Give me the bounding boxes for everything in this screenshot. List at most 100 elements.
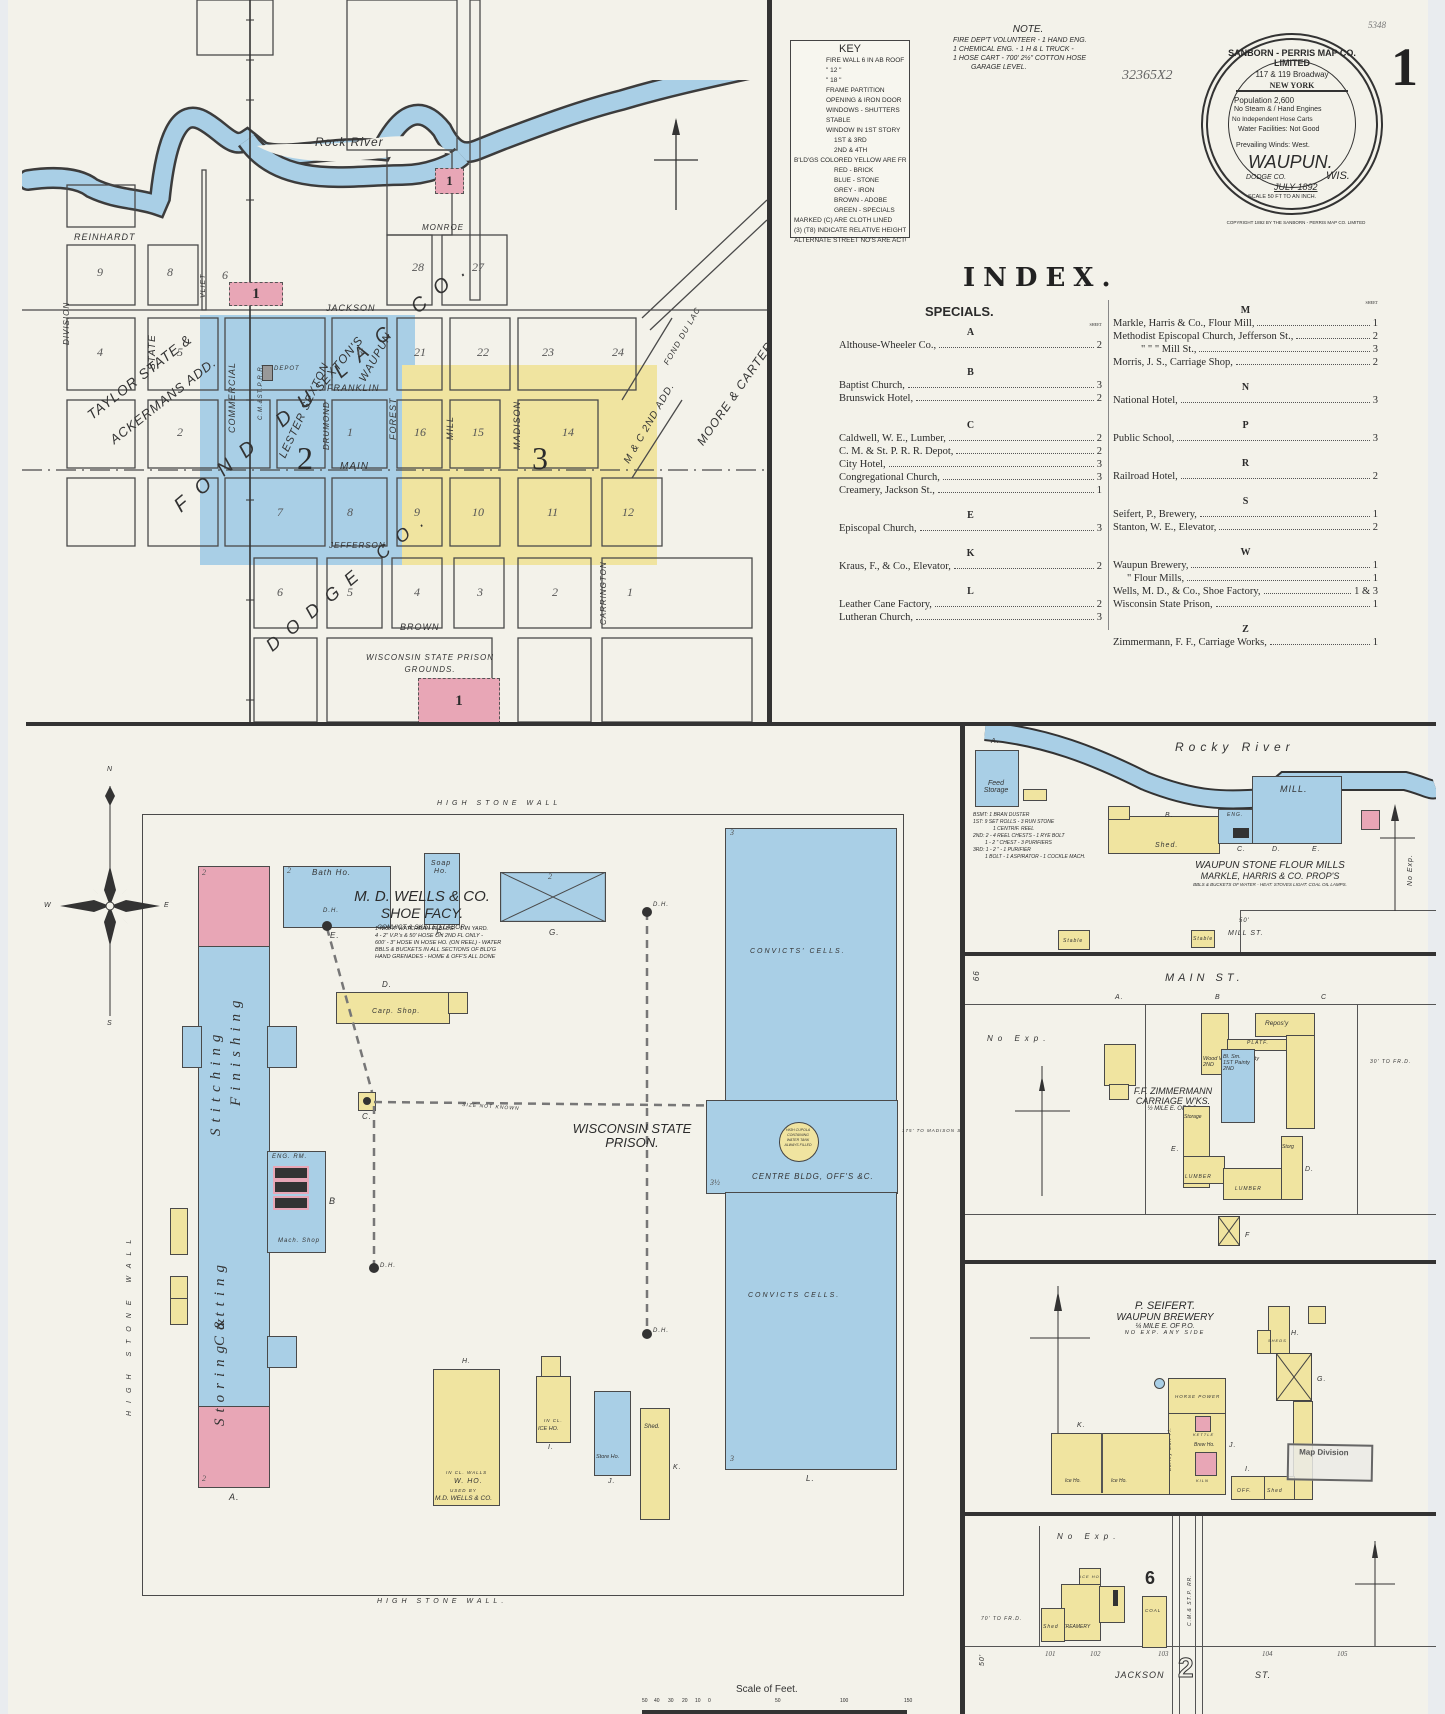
index-entry[interactable]: " Flour Mills,1	[1127, 573, 1378, 584]
building-i-ice-house[interactable]	[536, 1376, 571, 1443]
index-entry[interactable]: Seifert, P., Brewery,1	[1113, 509, 1378, 520]
creamery-engine[interactable]	[1099, 1586, 1125, 1623]
railroad-tracks	[1195, 1516, 1203, 1714]
index-entry[interactable]: National Hotel,3	[1113, 395, 1378, 406]
sheet-2-reference[interactable]: 2	[1178, 1652, 1195, 1684]
town-key-map: Rock River	[22, 0, 767, 722]
index-entry[interactable]: Congregational Church,3	[839, 472, 1102, 483]
mill-small-pink[interactable]	[1361, 810, 1380, 830]
sheet-1-marker-west[interactable]: 1	[229, 282, 283, 306]
index-entry[interactable]: Episcopal Church,3	[839, 523, 1102, 534]
shed-left-1[interactable]	[170, 1208, 188, 1255]
brewery-i-office[interactable]	[1231, 1476, 1266, 1500]
shed-left-3[interactable]	[170, 1298, 188, 1325]
creamery-shed[interactable]	[1041, 1608, 1065, 1642]
building-f-soap-house[interactable]	[424, 853, 460, 925]
sheet-3-label[interactable]: 3	[532, 440, 548, 476]
mill-stable-1[interactable]	[1058, 930, 1090, 950]
seal-address: 117 & 119 Broadway	[1255, 70, 1329, 79]
sheet-1-marker-prison[interactable]: 1	[418, 678, 500, 722]
north-arrow-icon	[1015, 1066, 1070, 1196]
address-number: 102	[1090, 1650, 1101, 1658]
street-vliet: VLIET	[200, 273, 207, 298]
zim-building-f[interactable]	[1218, 1216, 1240, 1246]
building-i-ice-house-top[interactable]	[541, 1356, 561, 1378]
brewery-horse-power[interactable]	[1168, 1378, 1226, 1415]
brewery-small-box[interactable]	[1308, 1306, 1326, 1324]
scale-tick: 30	[668, 1698, 674, 1704]
mill-b-shed-top[interactable]	[1108, 806, 1130, 820]
index-entry[interactable]: Morris, J. S., Carriage Shop,2	[1113, 357, 1378, 368]
index-entry[interactable]: Methodist Episcopal Church, Jefferson St…	[1113, 331, 1378, 342]
mill-b-shed[interactable]	[1108, 816, 1220, 854]
cupola-label: HIGH CUPOLA CONTAINING WATER TANK ALWAYS…	[784, 1128, 812, 1147]
building-g[interactable]	[500, 872, 606, 922]
building-e-bath-house[interactable]	[283, 866, 391, 928]
building-a-wing-2[interactable]	[267, 1026, 297, 1068]
building-a-bottom[interactable]	[198, 1406, 270, 1488]
convicts-cells-south[interactable]	[725, 1192, 897, 1470]
zim-building-a[interactable]	[1104, 1044, 1136, 1086]
index-entry[interactable]: Althouse-Wheeler Co.,2	[839, 340, 1102, 351]
sheet-2-label[interactable]: 2	[297, 440, 313, 476]
building-a-wing-3[interactable]	[267, 1336, 297, 1368]
convicts-cells-north[interactable]	[725, 828, 897, 1102]
mill-a-feed-storage[interactable]	[975, 750, 1019, 807]
building-a-wing-1[interactable]	[182, 1026, 202, 1068]
zim-storg[interactable]	[1281, 1136, 1303, 1200]
zim-repository[interactable]	[1255, 1013, 1315, 1037]
kettle[interactable]	[1195, 1416, 1211, 1432]
mill-stable-2[interactable]	[1191, 930, 1215, 948]
zim-blacksmith[interactable]	[1221, 1049, 1255, 1123]
index-entry[interactable]: Brunswick Hotel,2	[839, 393, 1102, 404]
building-h-w-house[interactable]	[433, 1369, 500, 1506]
index-entry[interactable]: C. M. & St. P. R. R. Depot,2	[839, 446, 1102, 457]
brewery-g[interactable]	[1276, 1353, 1312, 1401]
index-entry[interactable]: Creamery, Jackson St.,1	[839, 485, 1102, 496]
index-entry[interactable]: Public School,3	[1113, 433, 1378, 444]
letter-h: H.	[462, 1358, 471, 1365]
building-j-store-house[interactable]	[594, 1391, 631, 1476]
zim-repository-wing[interactable]	[1286, 1035, 1315, 1129]
block-number: 5	[177, 345, 183, 359]
kiln[interactable]	[1195, 1452, 1217, 1476]
building-k-shed[interactable]	[640, 1408, 670, 1520]
index-entry[interactable]: Caldwell, W. E., Lumber,2	[839, 433, 1102, 444]
street-monroe: MONROE	[422, 223, 464, 232]
index-entry[interactable]: Kraus, F., & Co., Elevator,2	[839, 561, 1102, 572]
zim-lumber-2[interactable]	[1223, 1168, 1285, 1200]
pencil-note-left: 32365X2	[1122, 68, 1173, 83]
building-a-main[interactable]	[198, 946, 270, 1408]
index-entry[interactable]: City Hotel,3	[839, 459, 1102, 470]
no-exposure: No Exp.	[1057, 1532, 1121, 1541]
brew-house-label: Brew Ho.	[1194, 1442, 1215, 1448]
building-a-top[interactable]	[198, 866, 270, 948]
index-entry[interactable]: Wisconsin State Prison,1	[1113, 599, 1378, 610]
index-entry[interactable]: Waupun Brewery,1	[1113, 560, 1378, 571]
creamery-coal[interactable]	[1142, 1596, 1167, 1648]
brewery-h-sheds[interactable]	[1268, 1306, 1290, 1354]
sheet-1-marker-north[interactable]: 1	[435, 168, 464, 194]
index-entry[interactable]: Lutheran Church,3	[839, 612, 1102, 623]
zim-building-a-rear[interactable]	[1109, 1084, 1129, 1100]
index-entry[interactable]: " " " Mill St.,3	[1141, 344, 1378, 355]
pencil-note-top: 5348	[1368, 20, 1386, 30]
index-entry[interactable]: Stanton, W. E., Elevator,2	[1113, 522, 1378, 533]
block-number: 12	[622, 505, 634, 519]
feed-storage-label: Feed Storage	[983, 780, 1009, 794]
building-d-carp-shop[interactable]	[336, 992, 450, 1024]
index-entry[interactable]: Markle, Harris & Co., Flour Mill,1	[1113, 318, 1378, 329]
index-entry[interactable]: Leather Cane Factory,2	[839, 599, 1102, 610]
brewery-h-sheds-2[interactable]	[1257, 1330, 1271, 1354]
cupola-water-tank[interactable]	[779, 1122, 819, 1162]
index-entry[interactable]: Wells, M. D., & Co., Shoe Factory,1 & 3	[1113, 586, 1378, 597]
index-entry[interactable]: Baptist Church,3	[839, 380, 1102, 391]
mill-small-shed[interactable]	[1023, 789, 1047, 801]
index-entry[interactable]: Railroad Hotel,2	[1113, 471, 1378, 482]
index-entry[interactable]: Zimmermann, F. F., Carriage Works,1	[1113, 637, 1378, 648]
mill-main-building[interactable]	[1252, 776, 1342, 844]
brewery-k-ice-house[interactable]	[1051, 1433, 1170, 1495]
creamery-main[interactable]	[1061, 1584, 1101, 1641]
mill-label: MILL.	[1280, 784, 1308, 794]
hose-house[interactable]	[448, 992, 468, 1014]
